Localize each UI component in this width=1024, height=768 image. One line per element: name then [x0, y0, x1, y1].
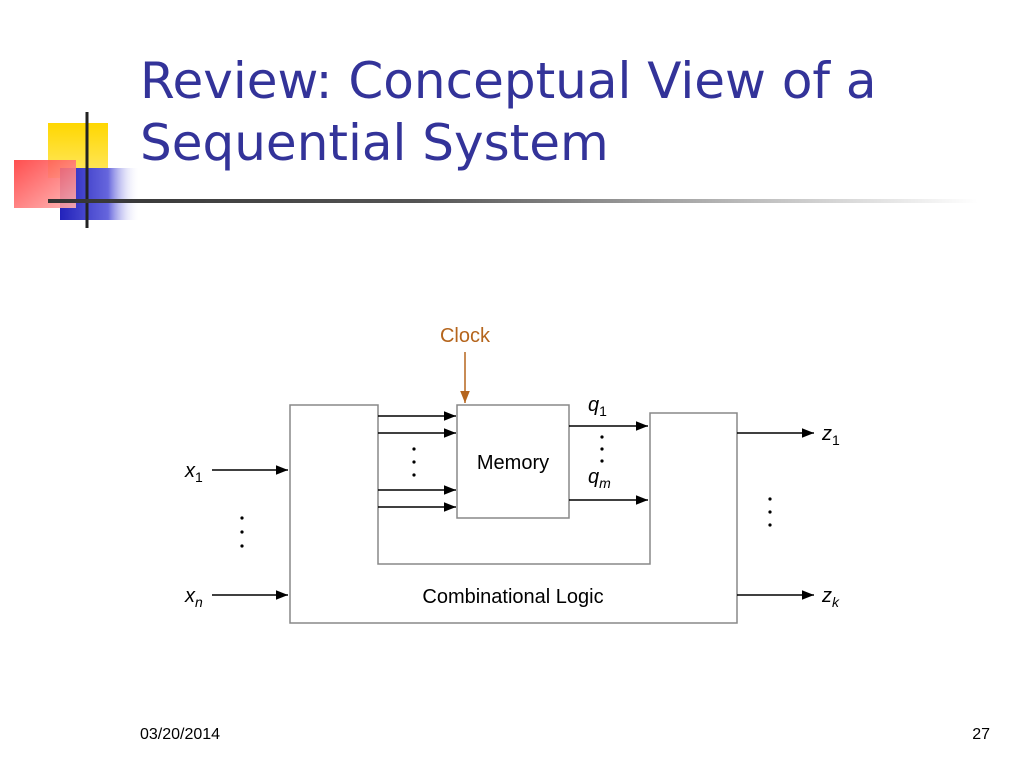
combinational-logic-label: Combinational Logic — [422, 586, 603, 608]
memory-label: Memory — [477, 452, 549, 474]
slide-title: Review: Conceptual View of a Sequential … — [140, 50, 1000, 174]
combinational-logic-block — [289, 404, 738, 624]
input-label-xn: xn — [184, 585, 203, 610]
state-label-qm: qm — [588, 466, 611, 491]
title-line-1: Review: Conceptual View of a — [140, 52, 877, 110]
output-label-z1: z1 — [821, 423, 840, 448]
ellipsis-dots — [412, 447, 416, 477]
title-underline — [48, 199, 978, 203]
state-label-q1: q1 — [588, 394, 607, 419]
clock-label: Clock — [440, 325, 491, 347]
page-number: 27 — [972, 726, 990, 743]
footer-date: 03/20/2014 — [140, 726, 221, 743]
ellipsis-dots — [240, 516, 244, 548]
ellipsis-dots — [600, 435, 604, 463]
sequential-system-diagram: Memory Clock q1 qm x1 xn Combinational L… — [184, 325, 840, 624]
memory-block — [456, 404, 570, 519]
output-label-zk: zk — [821, 585, 840, 610]
input-label-x1: x1 — [184, 460, 203, 485]
title-line-2: Sequential System — [140, 114, 609, 172]
ellipsis-dots — [768, 497, 772, 527]
